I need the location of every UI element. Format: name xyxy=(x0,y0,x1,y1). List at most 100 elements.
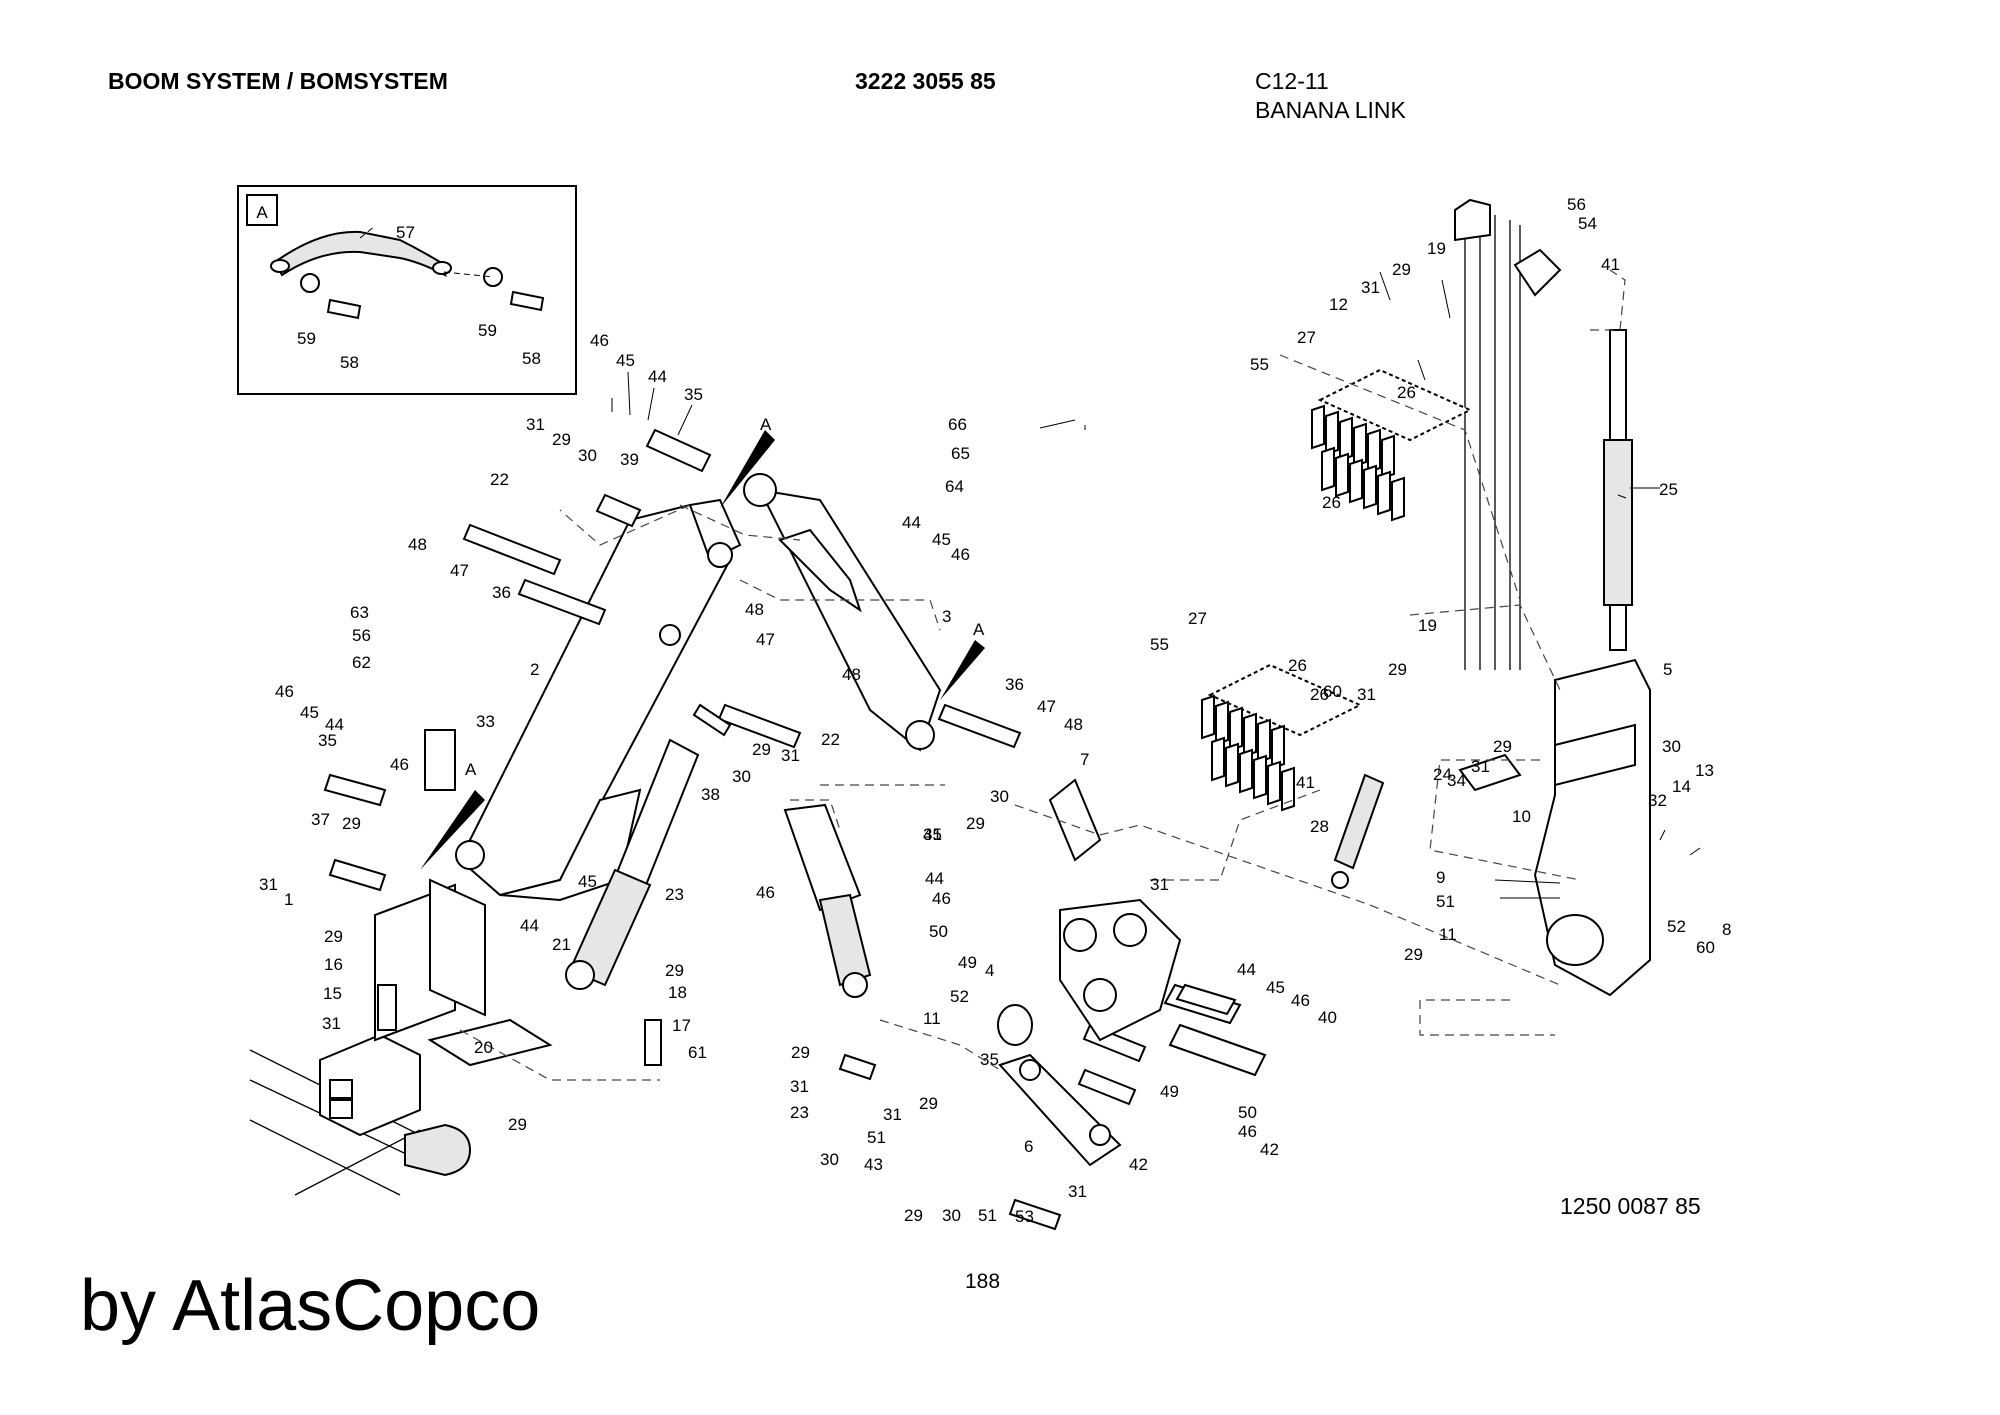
callout-30: 30 xyxy=(578,446,597,465)
callout-46: 46 xyxy=(390,755,409,774)
detail-callout-59-right: 59 xyxy=(478,321,497,340)
callout-31: 31 xyxy=(923,825,942,844)
callout-25: 25 xyxy=(1659,480,1678,499)
callout-46: 46 xyxy=(590,331,609,350)
callout-29: 29 xyxy=(552,430,571,449)
callout-30: 30 xyxy=(1662,737,1681,756)
callout-49: 49 xyxy=(958,953,977,972)
callout-46: 46 xyxy=(1291,991,1310,1010)
boom-arm xyxy=(455,498,742,902)
detail-box-a: A 57 59 58 59 58 xyxy=(237,185,577,395)
callout-45: 45 xyxy=(616,351,635,370)
wear-plate xyxy=(1239,748,1253,794)
callout-31: 31 xyxy=(322,1014,341,1033)
wear-plate xyxy=(1267,760,1281,806)
callout-60: 60 xyxy=(1696,938,1715,957)
wear-plate xyxy=(1321,446,1335,492)
callout-45: 45 xyxy=(1266,978,1285,997)
pins xyxy=(323,428,1267,1231)
callout-45: 45 xyxy=(932,530,951,549)
callout-26: 26 xyxy=(1310,685,1329,704)
callout-49: 49 xyxy=(1160,1082,1179,1101)
callout-55: 55 xyxy=(1250,355,1269,374)
callout-28: 28 xyxy=(1310,817,1329,836)
callout-42: 42 xyxy=(1129,1155,1148,1174)
callout-51: 51 xyxy=(978,1206,997,1225)
detail-callout-58-right: 58 xyxy=(522,349,541,368)
callout-48: 48 xyxy=(842,665,861,684)
callout-36: 36 xyxy=(492,583,511,602)
callout-30: 30 xyxy=(990,787,1009,806)
view-marker-a-1: A xyxy=(760,415,772,434)
callout-51: 51 xyxy=(1436,892,1455,911)
callout-29: 29 xyxy=(665,961,684,980)
view-marker-a-2: A xyxy=(973,620,985,639)
callout-3: 3 xyxy=(942,607,951,626)
callout-15: 15 xyxy=(323,984,342,1003)
callout-44: 44 xyxy=(648,367,667,386)
callout-29: 29 xyxy=(1392,260,1411,279)
wear-plate xyxy=(1363,464,1377,510)
callout-54: 54 xyxy=(1578,214,1597,233)
callout-34: 34 xyxy=(1447,771,1466,790)
callout-16: 16 xyxy=(324,955,343,974)
callout-27: 27 xyxy=(1188,609,1207,628)
callout-43: 43 xyxy=(864,1155,883,1174)
callout-27: 27 xyxy=(1297,328,1316,347)
callout-21: 21 xyxy=(552,935,571,954)
wear-plate xyxy=(1377,470,1391,516)
callout-20: 20 xyxy=(474,1038,493,1057)
wear-plate xyxy=(1281,766,1295,812)
publisher-credit: by AtlasCopco xyxy=(80,1266,541,1346)
callout-44: 44 xyxy=(925,869,944,888)
wear-plate xyxy=(1325,410,1339,456)
wear-plate xyxy=(1253,754,1267,800)
callout-29: 29 xyxy=(752,740,771,759)
callout-23: 23 xyxy=(665,885,684,904)
callout-37: 37 xyxy=(311,810,330,829)
cylinder-24 xyxy=(1331,773,1385,889)
callout-65: 65 xyxy=(951,444,970,463)
callout-31: 31 xyxy=(1361,278,1380,297)
callout-33: 33 xyxy=(476,712,495,731)
callout-48: 48 xyxy=(1064,715,1083,734)
callout-17: 17 xyxy=(672,1016,691,1035)
base-frame xyxy=(249,878,553,1196)
callout-44: 44 xyxy=(902,513,921,532)
callout-29: 29 xyxy=(966,814,985,833)
column-assembly xyxy=(1454,198,1651,997)
callout-29: 29 xyxy=(791,1043,810,1062)
callout-2: 2 xyxy=(530,660,539,679)
banana-link xyxy=(743,473,942,752)
wear-plate xyxy=(1211,736,1225,782)
sheet-name: BANANA LINK xyxy=(1255,97,1406,123)
callout-47: 47 xyxy=(1037,697,1056,716)
part-number: 3222 3055 85 xyxy=(855,68,996,94)
callout-7: 7 xyxy=(1080,750,1089,769)
callout-31: 31 xyxy=(526,415,545,434)
callout-4: 4 xyxy=(985,961,994,980)
cylinder-23 xyxy=(783,803,872,998)
callout-66: 66 xyxy=(948,415,967,434)
callout-31: 31 xyxy=(883,1105,902,1124)
wear-plate xyxy=(1335,452,1349,498)
callout-31: 31 xyxy=(790,1077,809,1096)
callout-30: 30 xyxy=(942,1206,961,1225)
callout-11: 11 xyxy=(1439,925,1457,944)
callout-51: 51 xyxy=(867,1128,886,1147)
callout-29: 29 xyxy=(1493,737,1512,756)
view-markers: A A A xyxy=(420,415,985,870)
callout-5: 5 xyxy=(1663,660,1672,679)
callout-48: 48 xyxy=(745,600,764,619)
callout-45: 45 xyxy=(923,825,942,844)
callout-52: 52 xyxy=(950,987,969,1006)
wear-plate xyxy=(1225,742,1239,788)
callout-45: 45 xyxy=(300,703,319,722)
callout-30: 30 xyxy=(732,767,751,786)
callout-55: 55 xyxy=(1150,635,1169,654)
callout-31: 31 xyxy=(1068,1182,1087,1201)
callout-36: 36 xyxy=(1005,675,1024,694)
wear-plate xyxy=(1311,404,1325,450)
callout-47: 47 xyxy=(756,630,775,649)
